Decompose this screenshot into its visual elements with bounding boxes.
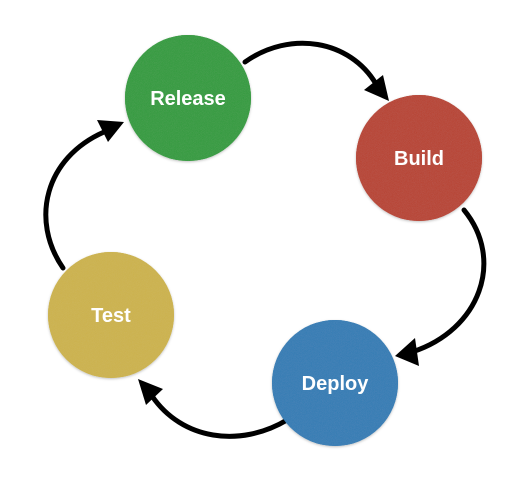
node-release: Release [125,35,251,161]
edge-test-to-release [43,120,124,271]
arrowhead-icon [364,75,389,101]
release-label: Release [150,88,226,110]
build-label: Build [394,148,444,170]
edge-release-to-build [242,40,389,101]
node-test: Test [48,252,174,378]
edge-deploy-to-test [138,379,290,439]
node-build: Build [356,95,482,221]
test-label: Test [91,305,131,327]
arrowhead-icon [395,338,419,366]
deploy-label: Deploy [302,373,370,395]
arrowhead-icon [138,379,163,405]
arrowhead-icon [97,120,124,142]
node-deploy: Deploy [272,320,398,446]
edge-build-to-deploy [395,207,487,366]
